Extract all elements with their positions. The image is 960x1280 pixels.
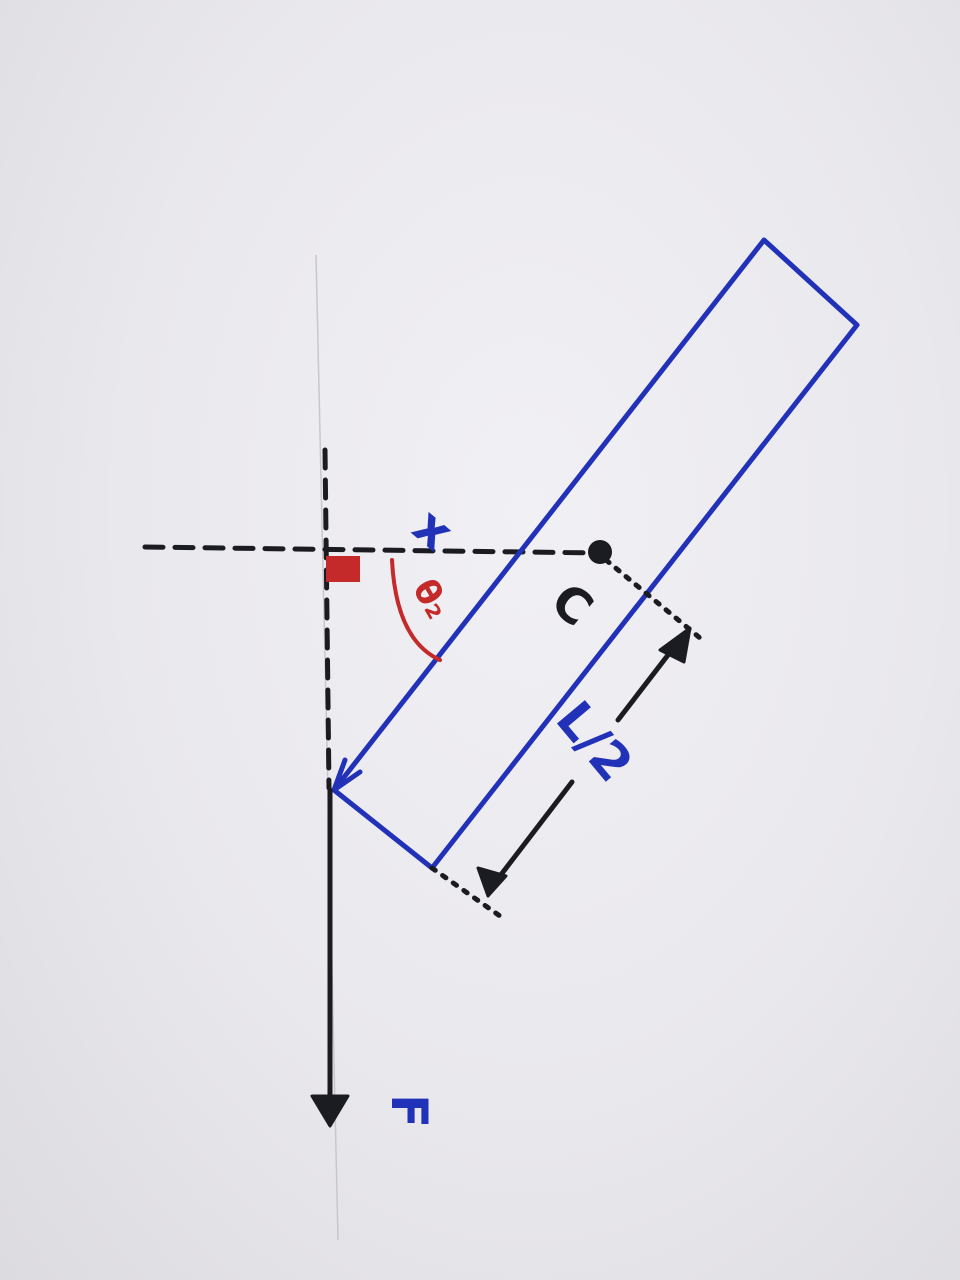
dimension-arrowhead-upper: [658, 626, 692, 664]
right-angle-marker: [326, 556, 360, 582]
pencil-guide-line: [315, 254, 339, 1241]
center-of-mass-label: C: [540, 572, 603, 638]
center-offset-dotted-line: [603, 557, 703, 641]
angle-label: θ₂: [404, 573, 458, 626]
horizontal-dashed-axis: [142, 544, 601, 556]
force-arrowhead: [310, 1094, 350, 1128]
angle-arc: [390, 558, 442, 662]
dimension-arrowhead-lower: [476, 866, 508, 898]
rod-corner-arrowhead: [331, 757, 363, 793]
vertical-dashed-axis: [322, 447, 332, 791]
bottom-dotted-extension: [429, 865, 503, 919]
force-label: F: [380, 1094, 438, 1128]
dimension-arrow-lower-shaft: [497, 779, 575, 879]
